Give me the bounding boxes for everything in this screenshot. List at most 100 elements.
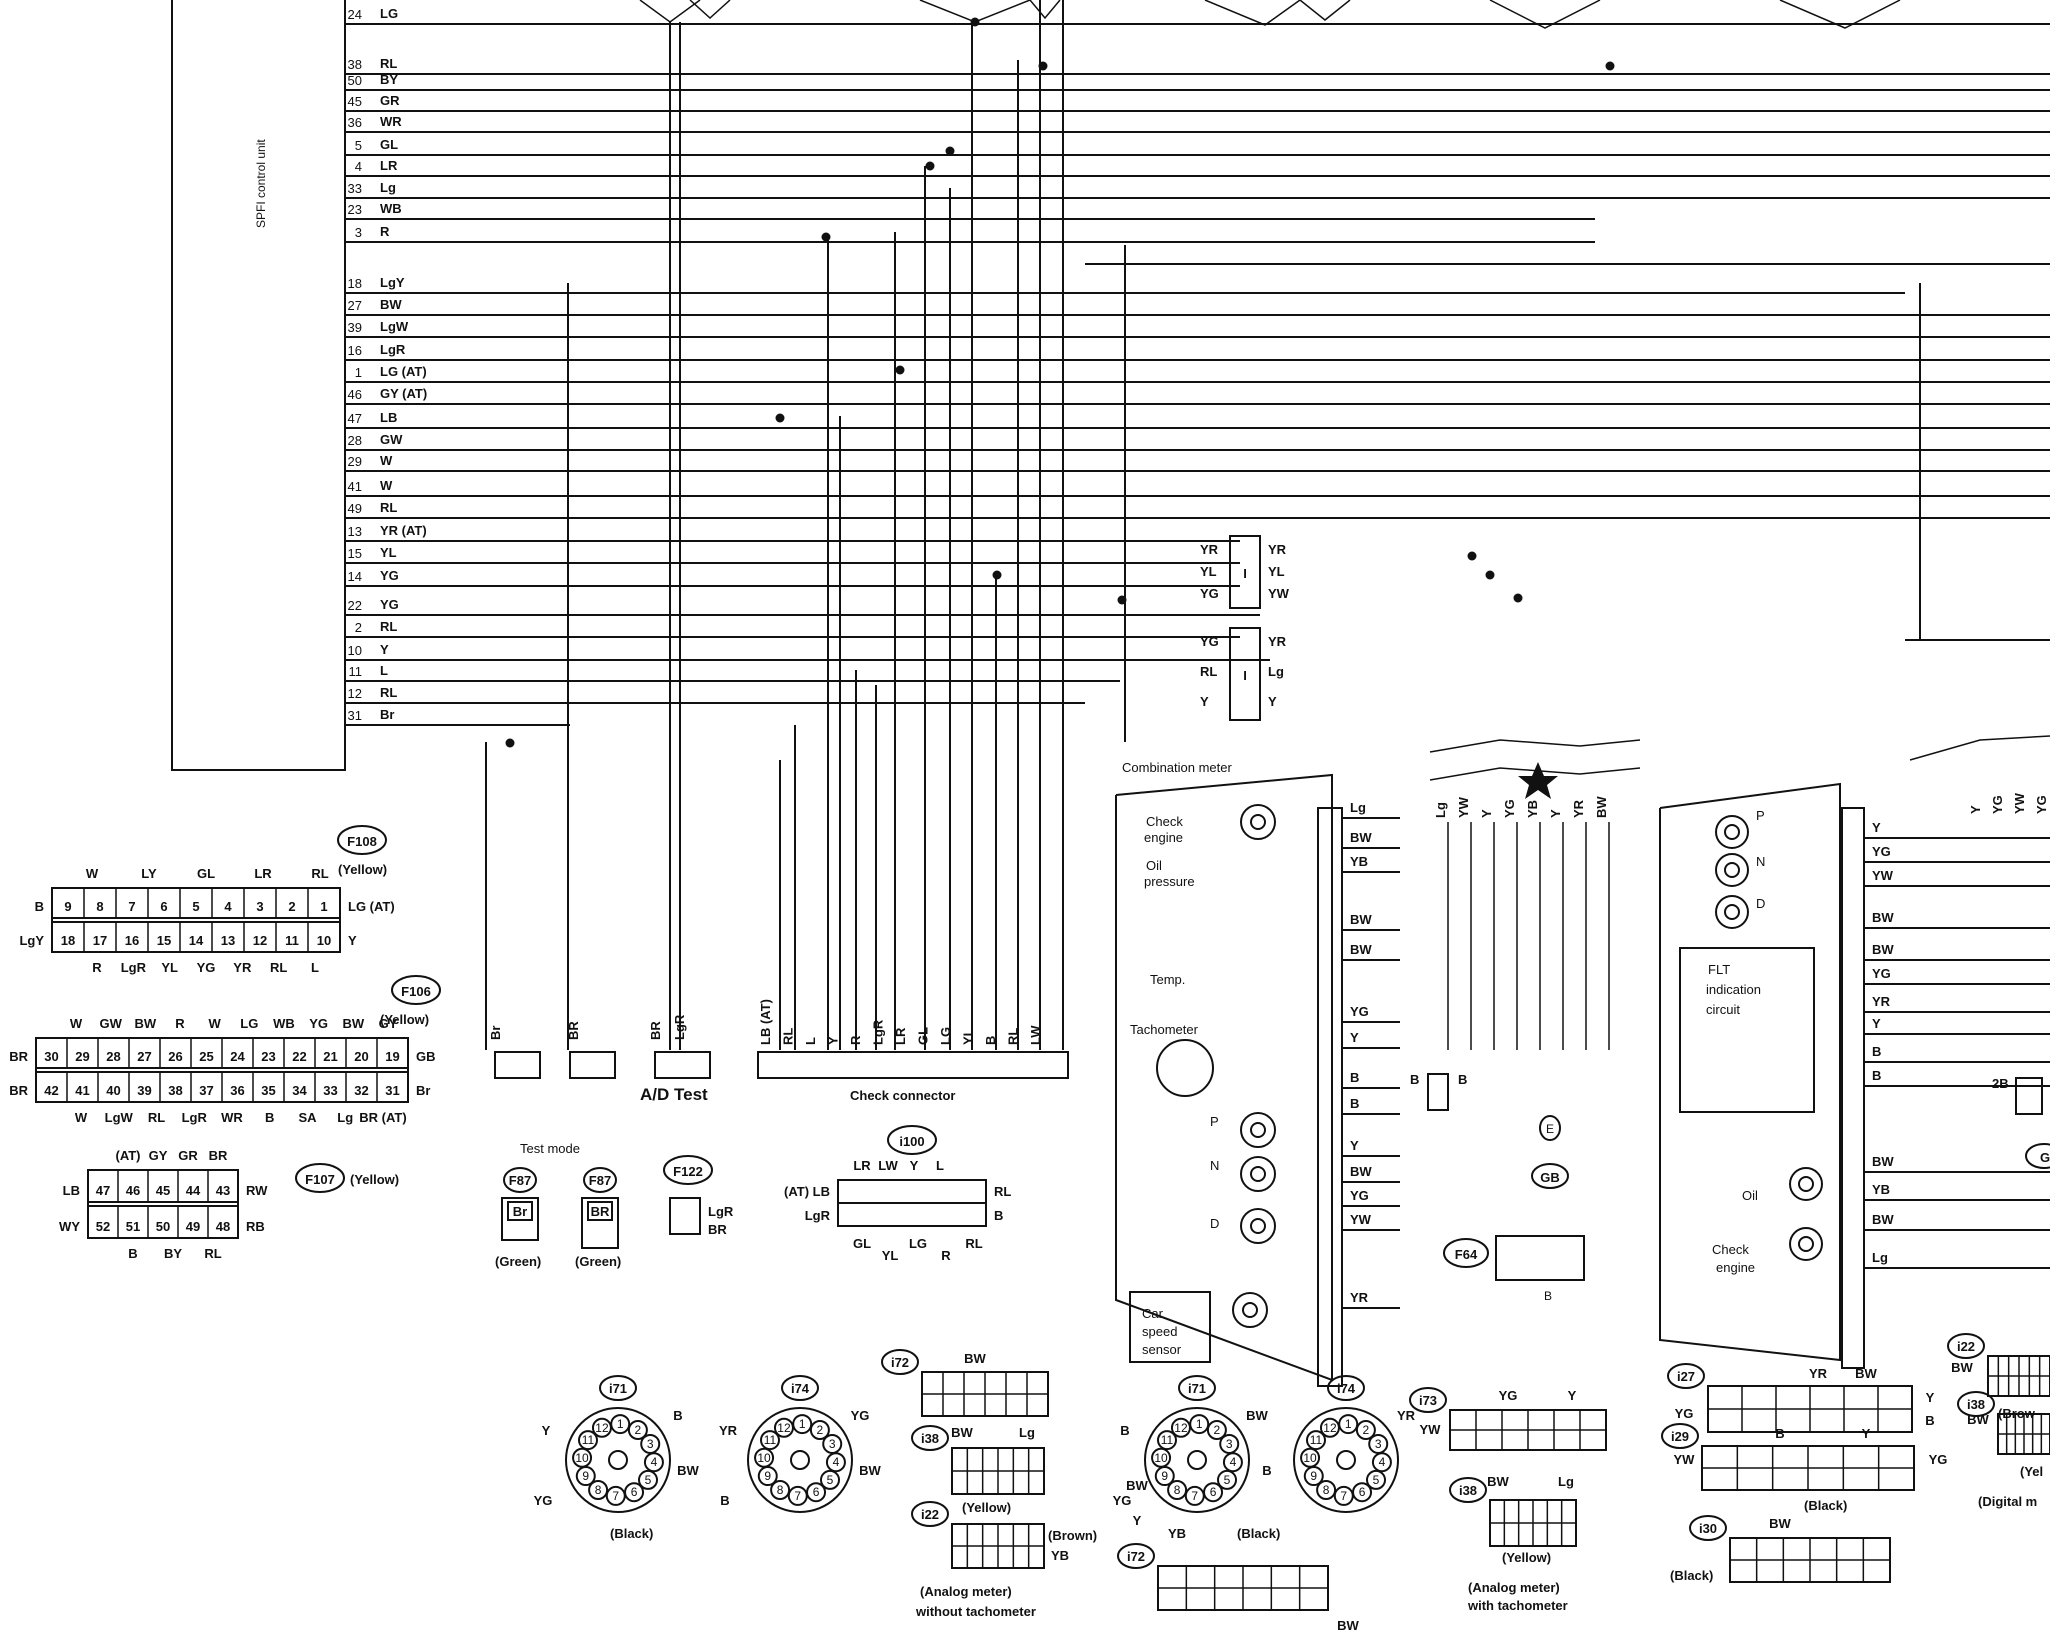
i100-side-wire: RL (994, 1184, 1011, 1199)
connector-wire-color: BR (209, 1148, 228, 1163)
car-speed-sensor (1129, 1291, 1211, 1363)
check-connector-wire: LW (1028, 1025, 1043, 1045)
right-wire-color: YW (1872, 868, 1894, 883)
ecu-wire-color: W (380, 478, 393, 493)
connector-wire-color: WR (221, 1110, 243, 1125)
i71a-pin-number: 10 (575, 1451, 589, 1465)
star-marker (1518, 762, 1558, 799)
indicator-filament (1724, 904, 1740, 920)
connector-pin: 19 (385, 1049, 399, 1064)
connector-wire-color: YR (233, 960, 252, 975)
meter-label: engine (1144, 830, 1183, 845)
i100-wire: L (936, 1158, 944, 1173)
ecu-wire-color: GW (380, 432, 403, 447)
f64-connector (1495, 1235, 1585, 1281)
right-wire-color: Lg (1872, 1250, 1888, 1265)
splice-dot (945, 146, 955, 156)
connector-side-wire: BR (9, 1083, 28, 1098)
f108-color: (Yellow) (338, 862, 387, 877)
meter-label: speed (1142, 1324, 1177, 1339)
i71b-pin-number: 10 (1154, 1451, 1168, 1465)
harness-wire-label: Lg (1433, 802, 1448, 818)
connector-pin: 9 (64, 899, 71, 914)
connector-pin: 20 (354, 1049, 368, 1064)
meter-lamp (1240, 1156, 1276, 1192)
connector-side-wire: B (35, 899, 44, 914)
i73-id-bubble (1409, 1387, 1447, 1413)
ecu-wire-color: LG (380, 6, 398, 21)
right-panel-label: indication (1706, 982, 1761, 997)
ecu-pin-number: 39 (348, 320, 362, 335)
ecu-pin-number: 38 (348, 57, 362, 72)
meter-wire-color: YG (1350, 1188, 1369, 1203)
connector-pin: 49 (186, 1219, 200, 1234)
right-wire-color: YG (1872, 966, 1891, 981)
ecu-pin-number: 47 (348, 411, 362, 426)
connector-wire-color: GL (197, 866, 215, 881)
connector-pin: 24 (230, 1049, 245, 1064)
i74b-pin (1305, 1430, 1326, 1451)
i74a-pin-number: 1 (799, 1417, 806, 1431)
ecu-pin-number: 41 (348, 479, 362, 494)
f122-id-bubble (663, 1155, 713, 1185)
i72b-id: i72 (1127, 1549, 1145, 1564)
i71a-pin-number: 9 (582, 1469, 589, 1483)
connector-pin: 37 (199, 1083, 213, 1098)
check-connector-wire: YL (961, 1028, 976, 1045)
i71b-pin-number: 5 (1224, 1473, 1231, 1487)
connector-pin: 3 (256, 899, 263, 914)
connector-side-wire: Y (348, 933, 357, 948)
connector-pin: 45 (156, 1183, 170, 1198)
i71a-id: i71 (609, 1381, 627, 1396)
i74b-pin-number: 1 (1345, 1417, 1352, 1431)
i71b-pin-number: 6 (1210, 1485, 1217, 1499)
i72b-id-bubble (1117, 1543, 1155, 1569)
meter-lamp (1240, 804, 1276, 840)
connector-side-wire: BR (9, 1049, 28, 1064)
i72a-id-bubble (881, 1349, 919, 1375)
splice-dot (1467, 551, 1477, 561)
connector-pin: 7 (128, 899, 135, 914)
splice-dot (505, 738, 515, 748)
connector-pin: 40 (106, 1083, 120, 1098)
i74a-pin-number: 3 (829, 1437, 836, 1451)
indicator-lamp (1715, 815, 1749, 849)
i71b-id: i71 (1188, 1381, 1206, 1396)
meter-lamp (1240, 1208, 1276, 1244)
meter-label: sensor (1142, 1342, 1182, 1357)
connector-wire-color: GR (178, 1148, 198, 1163)
check-connector-label: Check connector (850, 1088, 955, 1103)
connector-side-wire: LG (AT) (348, 899, 395, 914)
i74b-pin (1319, 1417, 1340, 1438)
i74a-pin (820, 1469, 841, 1490)
connector-pin: 2 (288, 899, 295, 914)
ecu-wire-color: RL (380, 685, 397, 700)
i73-wire: YW (1420, 1422, 1442, 1437)
splice-dot (1513, 593, 1523, 603)
i71b-pin-number: 8 (1174, 1483, 1181, 1497)
harness-wire-label: BW (1594, 796, 1609, 818)
f107-connector (87, 1169, 239, 1239)
i30-color: (Black) (1670, 1568, 1713, 1583)
i71a-pin (591, 1417, 612, 1438)
meter-wire-color: Lg (1350, 800, 1366, 815)
splice-left-wire: YR (1200, 542, 1219, 557)
connector-pin: 27 (137, 1049, 151, 1064)
i71a-pin-number: 2 (635, 1423, 642, 1437)
i22b-id-bubble (1947, 1333, 1985, 1359)
harness-wire-label: YR (1571, 799, 1586, 818)
connector-wire-color: GW (99, 1016, 122, 1031)
ecu-wire-color: LG (AT) (380, 364, 427, 379)
i71b-pin-number: 7 (1191, 1489, 1198, 1503)
i100-wire: LG (909, 1236, 927, 1251)
e-bubble (1539, 1115, 1561, 1141)
ecu-wire-color: WB (380, 201, 402, 216)
right-meter-outline (1659, 782, 1841, 1362)
right-harness-label: Y (1968, 805, 1983, 814)
f87a-pin (507, 1201, 533, 1221)
connector-pin: 8 (96, 899, 103, 914)
analog-meter-note: without tachometer (915, 1604, 1036, 1619)
splice-left-wire: YG (1200, 634, 1219, 649)
connector-pin: 30 (44, 1049, 58, 1064)
